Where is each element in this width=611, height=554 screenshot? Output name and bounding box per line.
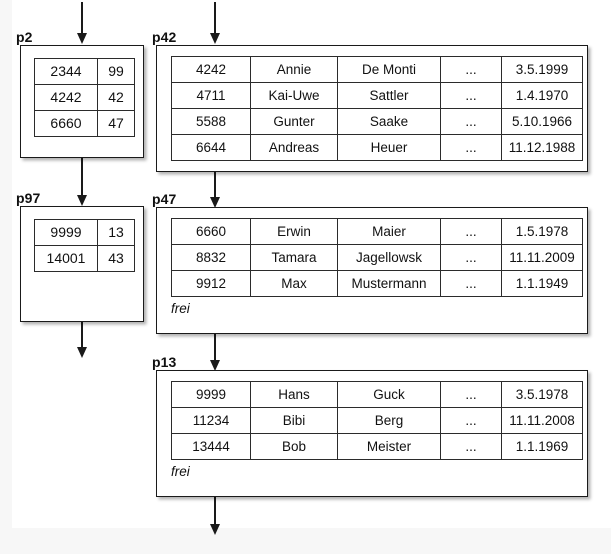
node-label-p2: p2 [16,29,33,45]
cell-pointer: 43 [97,245,135,272]
cell-date: 1.1.1969 [501,433,583,460]
cell-firstname: Kai-Uwe [250,82,338,109]
cell-firstname: Tamara [250,244,338,271]
cell-more: ... [440,381,502,408]
cell-more: ... [440,270,502,297]
cell-firstname: Hans [250,381,338,408]
cell-lastname: Maier [337,218,441,245]
table-row[interactable]: 14001 43 [34,245,135,272]
cell-id: 9999 [171,381,251,408]
free-space-label-p47: frei [171,301,190,316]
table-row[interactable]: 9999 13 [34,219,135,246]
cell-more: ... [440,108,502,135]
cell-more: ... [440,134,502,161]
cell-date: 11.11.2008 [501,407,583,434]
cell-id: 4242 [171,56,251,83]
table-p2: 2344 99 4242 42 6660 47 [34,58,135,137]
cell-date: 1.1.1949 [501,270,583,297]
cell-firstname: Bibi [250,407,338,434]
table-row[interactable]: 4711 Kai-Uwe Sattler ... 1.4.1970 [171,82,583,109]
cell-id: 6644 [171,134,251,161]
node-p42[interactable]: 4242 Annie De Monti ... 3.5.1999 4711 Ka… [156,45,588,172]
free-space-label-p13: frei [171,464,190,479]
cell-pointer: 13 [97,219,135,246]
cell-firstname: Gunter [250,108,338,135]
table-row[interactable]: 11234 Bibi Berg ... 11.11.2008 [171,407,583,434]
cell-id: 13444 [171,433,251,460]
node-label-p47: p47 [152,191,177,207]
cell-lastname: De Monti [337,56,441,83]
cell-pointer: 42 [97,84,135,111]
cell-key: 4242 [34,84,98,111]
cell-key: 2344 [34,58,98,85]
cell-date: 3.5.1978 [501,381,583,408]
cell-lastname: Guck [337,381,441,408]
node-label-p13: p13 [152,354,177,370]
cell-lastname: Mustermann [337,270,441,297]
cell-date: 1.4.1970 [501,82,583,109]
cell-date: 1.5.1978 [501,218,583,245]
cell-firstname: Annie [250,56,338,83]
table-row[interactable]: 9999 Hans Guck ... 3.5.1978 [171,381,583,408]
node-p2[interactable]: 2344 99 4242 42 6660 47 [20,45,144,158]
cell-more: ... [440,82,502,109]
table-row[interactable]: 9912 Max Mustermann ... 1.1.1949 [171,270,583,297]
cell-firstname: Bob [250,433,338,460]
table-row[interactable]: 5588 Gunter Saake ... 5.10.1966 [171,108,583,135]
table-row[interactable]: 4242 Annie De Monti ... 3.5.1999 [171,56,583,83]
cell-more: ... [440,407,502,434]
cell-more: ... [440,433,502,460]
node-label-p97: p97 [16,190,41,206]
table-p97: 9999 13 14001 43 [34,219,135,272]
node-p13[interactable]: 9999 Hans Guck ... 3.5.1978 11234 Bibi B… [156,370,588,497]
cell-firstname: Andreas [250,134,338,161]
cell-lastname: Saake [337,108,441,135]
cell-more: ... [440,218,502,245]
cell-lastname: Berg [337,407,441,434]
cell-more: ... [440,56,502,83]
cell-pointer: 47 [97,110,135,137]
cell-lastname: Heuer [337,134,441,161]
table-row[interactable]: 6644 Andreas Heuer ... 11.12.1988 [171,134,583,161]
node-p47[interactable]: 6660 Erwin Maier ... 1.5.1978 8832 Tamar… [156,207,588,334]
cell-more: ... [440,244,502,271]
table-row[interactable]: 6660 Erwin Maier ... 1.5.1978 [171,218,583,245]
table-row[interactable]: 4242 42 [34,84,135,111]
table-row[interactable]: 2344 99 [34,58,135,85]
cell-lastname: Jagellowsk [337,244,441,271]
cell-lastname: Meister [337,433,441,460]
table-row[interactable]: 13444 Bob Meister ... 1.1.1969 [171,433,583,460]
table-row[interactable]: 6660 47 [34,110,135,137]
cell-id: 9912 [171,270,251,297]
cell-id: 5588 [171,108,251,135]
cell-firstname: Erwin [250,218,338,245]
cell-key: 14001 [34,245,98,272]
cell-id: 4711 [171,82,251,109]
cell-key: 9999 [34,219,98,246]
table-p42: 4242 Annie De Monti ... 3.5.1999 4711 Ka… [171,56,583,161]
cell-pointer: 99 [97,58,135,85]
cell-firstname: Max [250,270,338,297]
cell-id: 11234 [171,407,251,434]
cell-id: 8832 [171,244,251,271]
cell-date: 11.12.1988 [501,134,583,161]
cell-key: 6660 [34,110,98,137]
node-p97[interactable]: 9999 13 14001 43 [20,206,144,322]
table-p47: 6660 Erwin Maier ... 1.5.1978 8832 Tamar… [171,218,583,297]
cell-date: 5.10.1966 [501,108,583,135]
table-p13: 9999 Hans Guck ... 3.5.1978 11234 Bibi B… [171,381,583,460]
cell-id: 6660 [171,218,251,245]
cell-date: 3.5.1999 [501,56,583,83]
cell-date: 11.11.2009 [501,244,583,271]
table-row[interactable]: 8832 Tamara Jagellowsk ... 11.11.2009 [171,244,583,271]
cell-lastname: Sattler [337,82,441,109]
node-label-p42: p42 [152,29,177,45]
